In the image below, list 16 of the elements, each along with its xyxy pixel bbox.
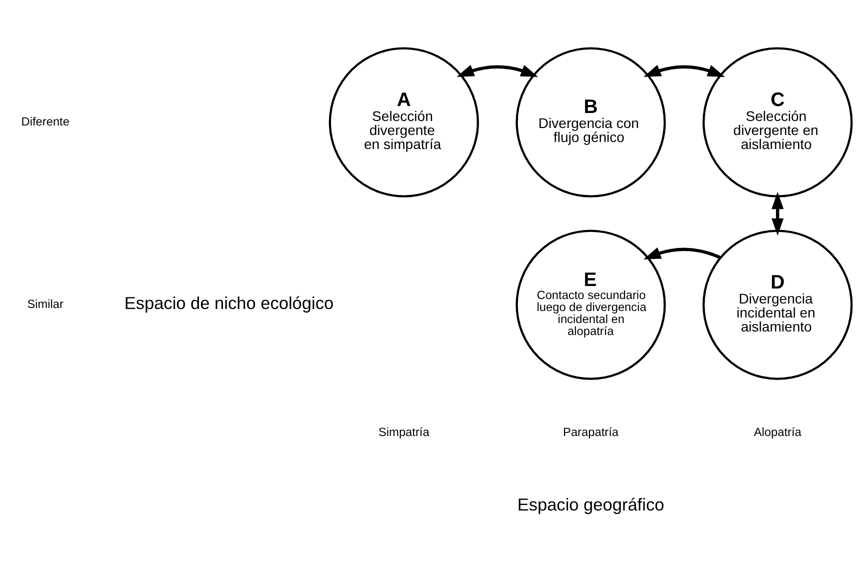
node-circle: A Selección divergente en simpatría — [328, 47, 479, 198]
arrow — [644, 247, 722, 260]
node-circle: B Divergencia con flujo génico — [516, 47, 666, 198]
label: Simpatría — [378, 424, 430, 439]
label: Similar — [27, 296, 64, 311]
label: Parapatría — [563, 424, 618, 439]
arrow — [772, 192, 784, 236]
node-circle: C Selección divergente en aislamiento — [702, 47, 853, 198]
arrow — [644, 64, 725, 77]
label: Alopatría — [754, 424, 802, 439]
label: Diferente — [21, 114, 70, 128]
node-circle: E Contacto secundario luego de divergencia incidental en alopatría — [516, 230, 666, 380]
node-circle: D Divergencia incidental en aislamiento — [702, 230, 853, 380]
arrow — [456, 64, 538, 77]
label: Espacio de nicho ecológico — [124, 292, 334, 313]
label: Espacio geográfico — [517, 494, 664, 514]
